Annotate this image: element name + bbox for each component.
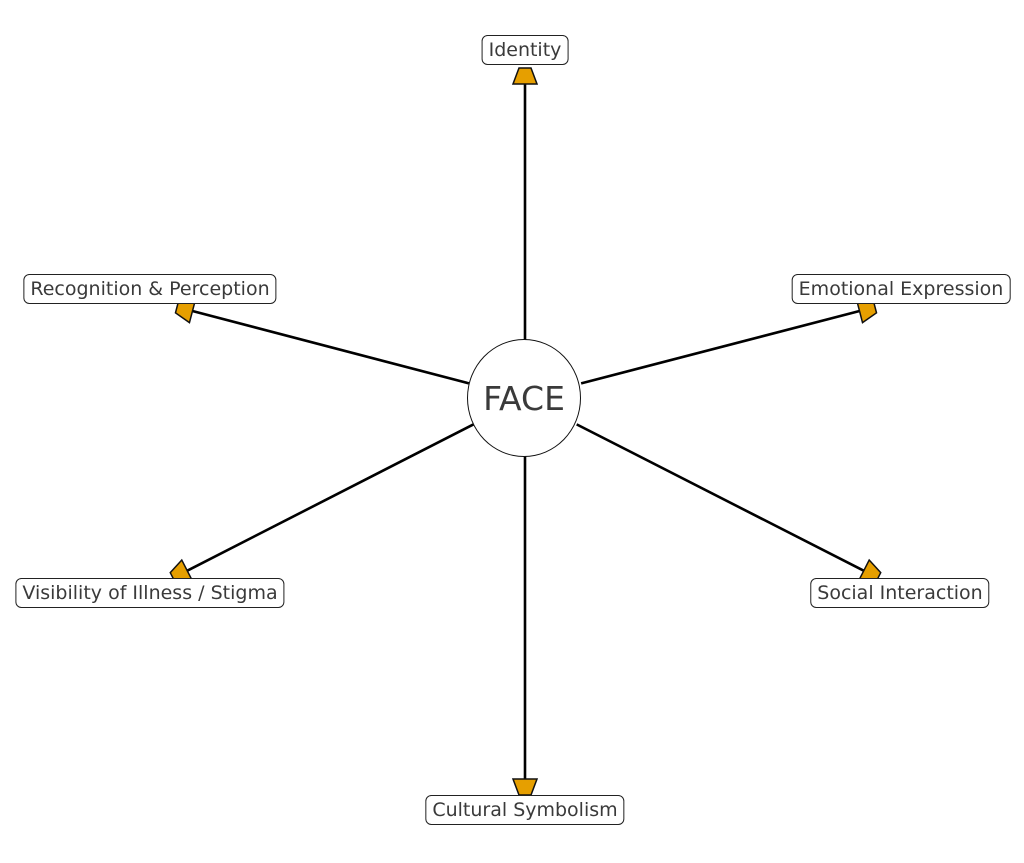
arrowhead-icon: [511, 67, 539, 85]
center-node-label: FACE: [483, 378, 565, 418]
edge-emotional-expression: [580, 308, 866, 385]
node-visibility-of-illness-stigma: Visibility of Illness / Stigma: [15, 578, 285, 608]
node-identity: Identity: [481, 35, 569, 65]
center-node-face: FACE: [467, 339, 581, 457]
arrowhead-icon: [511, 778, 539, 796]
edge-recognition-perception: [186, 308, 470, 385]
edge-social-interaction: [576, 423, 870, 575]
node-social-interaction: Social Interaction: [810, 578, 990, 608]
node-cultural-symbolism: Cultural Symbolism: [425, 795, 625, 825]
node-recognition-perception: Recognition & Perception: [23, 274, 277, 304]
node-emotional-expression: Emotional Expression: [791, 274, 1011, 304]
edge-visibility-of-illness-stigma: [181, 423, 474, 575]
